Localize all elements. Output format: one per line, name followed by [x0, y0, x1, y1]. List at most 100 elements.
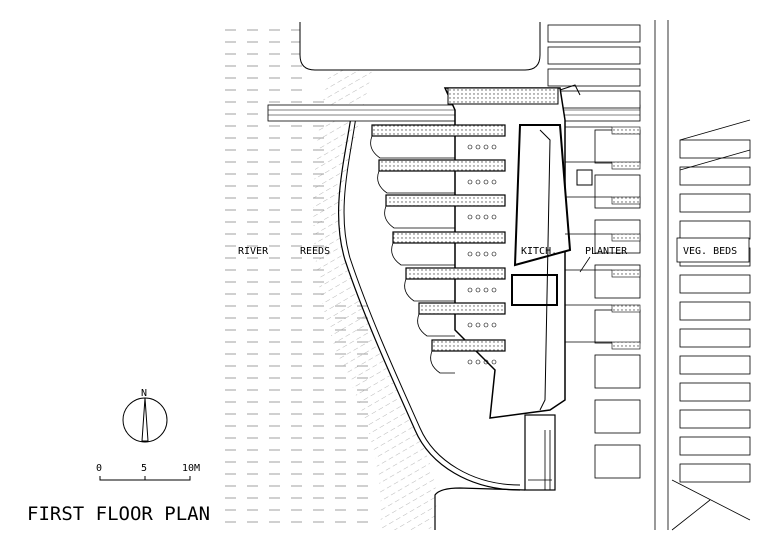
veg-bed	[679, 301, 751, 321]
wing-terrace	[371, 124, 506, 137]
reeds-area	[313, 70, 437, 530]
planter-strip	[611, 269, 641, 278]
scale-tick-10m: 10M	[182, 463, 200, 474]
veg-bed	[594, 309, 641, 344]
planter-label: PLANTER	[585, 246, 628, 257]
wing-terrace	[431, 339, 506, 352]
dining-seat	[475, 287, 481, 293]
stair-detail	[559, 84, 581, 96]
dining-seat	[491, 214, 497, 220]
river-area	[225, 29, 368, 523]
lower-path-edge	[434, 487, 526, 530]
interior-wall	[539, 129, 551, 411]
dining-seat	[467, 359, 473, 365]
site-diagonal-lines	[671, 119, 751, 531]
veg-bed	[679, 166, 751, 186]
dining-seat	[491, 144, 497, 150]
veg-bed	[679, 274, 751, 294]
planter-strip	[611, 233, 641, 242]
north-arrow: N	[122, 388, 168, 443]
dining-seat	[467, 179, 473, 185]
scale-bar: 0 5 10M	[96, 463, 200, 481]
dining-seat	[475, 214, 481, 220]
scale-bar-line	[99, 476, 191, 481]
service-room	[511, 274, 558, 306]
existing-building	[299, 22, 541, 71]
veg-bed	[547, 24, 641, 43]
veg-bed	[679, 463, 751, 483]
dining-seat	[483, 144, 489, 150]
planter-strip	[611, 161, 641, 170]
dining-seat	[475, 251, 481, 257]
veg-bed	[679, 355, 751, 375]
dining-seat	[467, 251, 473, 257]
dining-seat	[467, 144, 473, 150]
dining-seat	[475, 144, 481, 150]
dining-seat	[483, 214, 489, 220]
dining-seat	[483, 359, 489, 365]
planter-leader-line	[579, 256, 591, 273]
shore-line-inner	[343, 109, 521, 486]
veg-bed	[547, 46, 641, 65]
scale-tick-0: 0	[96, 463, 102, 474]
dining-seat	[483, 251, 489, 257]
shore-line	[337, 109, 521, 491]
veg-beds-label-box	[676, 237, 750, 263]
kitchen-label: KITCH.	[521, 246, 557, 257]
dining-wings	[370, 124, 641, 374]
lift-shaft	[576, 169, 593, 186]
veg-bed	[679, 193, 751, 213]
river-label: RIVER	[238, 246, 269, 257]
kitchen-room	[513, 124, 572, 267]
veg-bed	[679, 436, 751, 456]
reeds-label: REEDS	[300, 246, 330, 257]
wing-terrace	[405, 267, 506, 280]
wing-steps	[384, 205, 455, 229]
veg-bed	[594, 129, 641, 164]
wing-steps	[417, 313, 455, 337]
dining-seat	[491, 287, 497, 293]
dining-seat	[491, 179, 497, 185]
dining-seat	[483, 287, 489, 293]
north-label: N	[141, 388, 147, 399]
entry-stair	[528, 430, 552, 490]
veg-beds-label: VEG. BEDS	[683, 246, 737, 257]
dining-seat	[491, 322, 497, 328]
veg-bed	[679, 139, 751, 159]
dining-seat	[491, 251, 497, 257]
dining-seat	[483, 179, 489, 185]
planter-strip	[611, 126, 641, 135]
veg-bed	[679, 382, 751, 402]
planter-strip	[611, 341, 641, 350]
planter-strip	[611, 304, 641, 313]
dining-seat	[467, 214, 473, 220]
veg-bed	[594, 354, 641, 389]
veg-bed	[547, 68, 641, 87]
dining-seat	[475, 179, 481, 185]
veg-bed	[594, 399, 641, 434]
north-arrow-needle	[141, 397, 149, 442]
wing-steps	[370, 135, 455, 159]
wing-steps	[430, 350, 455, 374]
wing-steps	[391, 242, 455, 266]
dining-seat	[475, 359, 481, 365]
veg-bed	[679, 220, 751, 240]
dining-seat	[483, 322, 489, 328]
dining-seat	[475, 322, 481, 328]
dining-seat	[467, 287, 473, 293]
roof-terrace	[447, 87, 559, 105]
veg-bed	[679, 328, 751, 348]
wing-terrace	[378, 159, 506, 172]
drawing-title: FIRST FLOOR PLAN	[27, 503, 210, 525]
wing-steps	[377, 170, 455, 194]
dining-seat	[467, 322, 473, 328]
dining-seat	[491, 359, 497, 365]
wing-steps	[404, 278, 455, 302]
veg-bed	[594, 444, 641, 479]
entry-corridor	[524, 414, 556, 491]
wing-terrace	[418, 302, 506, 315]
scale-tick-5: 5	[141, 463, 147, 474]
veg-bed	[679, 409, 751, 429]
planter-strip	[611, 196, 641, 205]
